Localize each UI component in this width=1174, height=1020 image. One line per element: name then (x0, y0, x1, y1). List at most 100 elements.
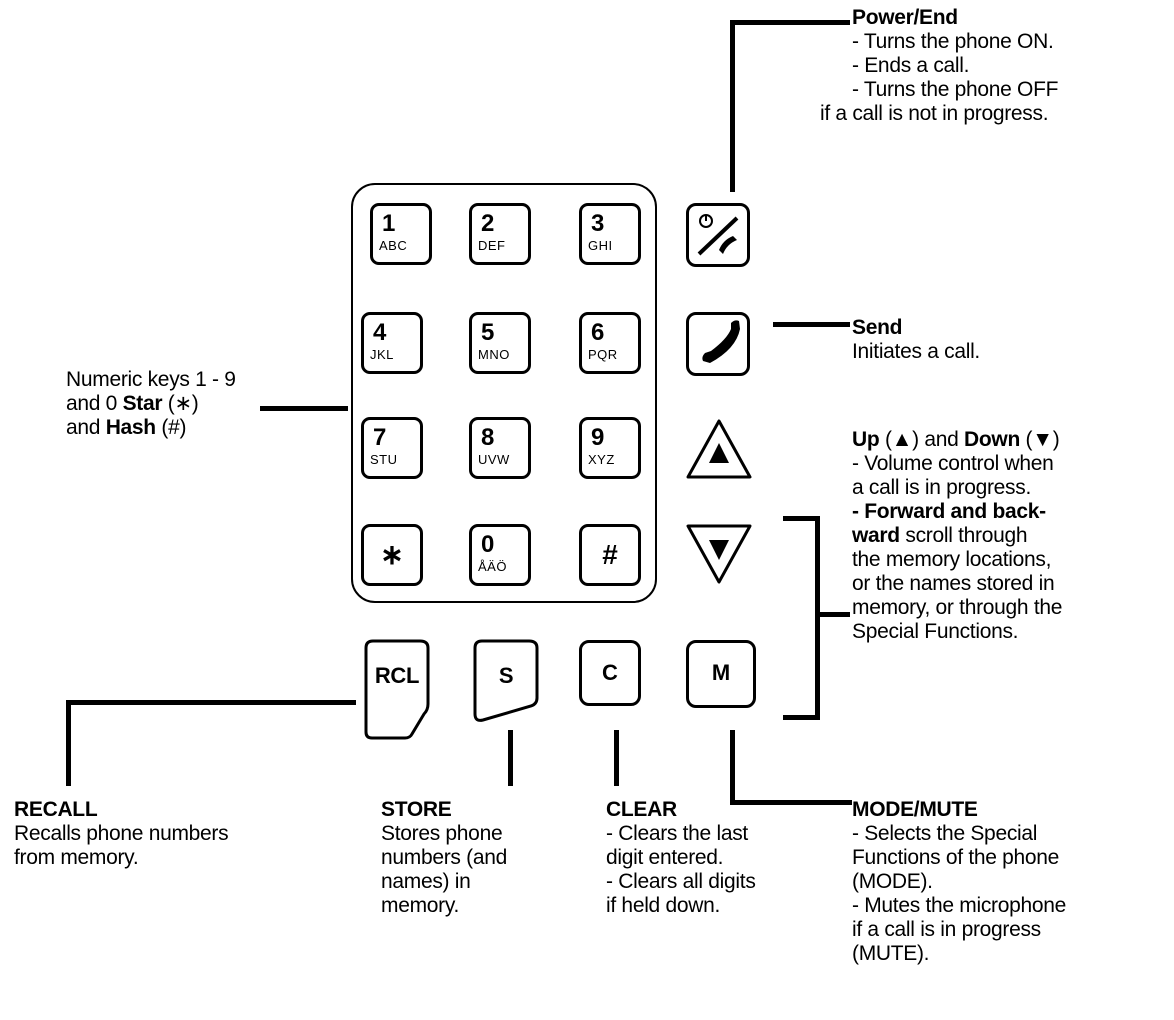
mode-mute-line: (MODE). (852, 870, 933, 893)
mode-mute-line: - Selects the Special (852, 822, 1038, 845)
forward-line-2: ward scroll through (852, 524, 1174, 548)
clear-key-label: C (602, 660, 618, 685)
mode-mute-line: if a call is in progress (852, 918, 1041, 941)
send-leader (773, 322, 850, 327)
down-symbol-text: (▼) (1020, 428, 1060, 451)
key-6[interactable]: 6 PQR (579, 312, 641, 374)
recall-title: RECALL (14, 798, 98, 821)
key-5[interactable]: 5 MNO (469, 312, 531, 374)
send-line: Initiates a call. (852, 340, 980, 363)
clear-leader (614, 730, 619, 786)
clear-line: - Clears all digits (606, 870, 756, 893)
hash-symbol-text: (#) (155, 416, 187, 439)
up-word: Up (852, 428, 880, 451)
forward-line-1: - Forward and back- (852, 500, 1046, 523)
recall-leader-v (66, 700, 71, 786)
key-letters: JKL (370, 347, 394, 362)
recall-key-outline (364, 639, 430, 740)
numeric-text: and (66, 416, 106, 439)
clear-callout: CLEAR - Clears the last digit entered. -… (606, 798, 826, 918)
recall-callout: RECALL Recalls phone numbers from memory… (14, 798, 334, 870)
scroll-line: the memory locations, (852, 548, 1052, 571)
key-number: 5 (481, 319, 495, 346)
key-hash[interactable]: # (579, 524, 641, 586)
key-9[interactable]: 9 XYZ (579, 417, 641, 479)
scroll-line: memory, or through the (852, 596, 1063, 619)
store-key-label: S (498, 663, 514, 688)
down-button[interactable] (684, 520, 754, 586)
recall-key-label: RCL (374, 663, 420, 688)
key-number: 9 (591, 424, 605, 451)
volume-line: a call is in progress. (852, 476, 1031, 499)
key-number: 2 (481, 210, 495, 237)
mode-mute-line: (MUTE). (852, 942, 930, 965)
power-end-button[interactable] (686, 203, 750, 267)
store-leader (508, 730, 513, 786)
key-number: 8 (481, 424, 495, 451)
mode-leader-v (730, 730, 735, 805)
store-key-outline (473, 639, 539, 722)
key-letters: ABC (379, 238, 408, 253)
key-3[interactable]: 3 GHI (579, 203, 641, 265)
key-letters: GHI (588, 238, 613, 253)
hash-symbol: # (602, 539, 618, 570)
triangle-up-icon (686, 419, 752, 479)
down-word: Down (964, 428, 1020, 451)
numeric-text: and 0 (66, 392, 123, 415)
key-number: 6 (591, 319, 605, 346)
power-end-callout: Power/End - Turns the phone ON. - Ends a… (820, 6, 1174, 126)
mode-mute-button[interactable]: M (686, 640, 756, 708)
key-2[interactable]: 2 DEF (469, 203, 531, 265)
power-end-icon (697, 214, 739, 256)
store-callout: STORE Stores phone numbers (and names) i… (381, 798, 561, 918)
power-end-leader-v (730, 20, 735, 192)
send-button[interactable] (686, 312, 750, 376)
send-title: Send (852, 316, 903, 339)
scroll-line: or the names stored in (852, 572, 1055, 595)
key-7[interactable]: 7 STU (361, 417, 423, 479)
key-number: 1 (382, 210, 396, 237)
send-callout: Send Initiates a call. (852, 316, 1152, 364)
mode-key-label: M (711, 660, 731, 685)
key-letters: STU (370, 452, 398, 467)
key-letters: PQR (588, 347, 618, 362)
key-4[interactable]: 4 JKL (361, 312, 423, 374)
numeric-leader (260, 406, 348, 411)
power-end-leader-h (730, 20, 850, 25)
recall-button[interactable]: RCL (362, 638, 432, 742)
numeric-line-2: and 0 Star (∗) (66, 392, 266, 416)
scroll-line: Special Functions. (852, 620, 1019, 643)
hash-word: Hash (105, 416, 156, 439)
key-number: 3 (591, 210, 605, 237)
numeric-line-1: Numeric keys 1 - 9 (66, 368, 236, 391)
store-line: names) in (381, 870, 471, 893)
store-button[interactable]: S (471, 638, 541, 724)
key-8[interactable]: 8 UVW (469, 417, 531, 479)
key-letters: UVW (478, 452, 510, 467)
key-0[interactable]: 0 ÅÄÖ (469, 524, 531, 586)
bracket-v (815, 516, 820, 720)
bracket-top (783, 516, 820, 521)
mode-mute-line: - Mutes the microphone (852, 894, 1067, 917)
clear-line: if held down. (606, 894, 721, 917)
power-end-line: - Turns the phone ON. (852, 30, 1054, 53)
star-symbol-text: (∗) (162, 392, 199, 415)
star-symbol: ∗ (380, 539, 404, 570)
key-letters: DEF (478, 238, 506, 253)
key-number: 7 (373, 424, 387, 451)
numeric-line-3: and Hash (#) (66, 416, 266, 440)
mode-mute-line: Functions of the phone (852, 846, 1060, 869)
power-end-line: - Turns the phone OFF (852, 78, 1059, 101)
up-button[interactable] (684, 417, 754, 483)
keypad-bezel (351, 183, 657, 603)
key-1[interactable]: 1 ABC (370, 203, 432, 265)
mode-mute-title: MODE/MUTE (852, 798, 978, 821)
key-number: 0 (481, 531, 495, 558)
clear-button[interactable]: C (579, 640, 641, 706)
power-end-line: - Ends a call. (852, 54, 970, 77)
bracket-bottom (783, 715, 820, 720)
handset-icon (702, 320, 740, 363)
key-star[interactable]: ∗ (361, 524, 423, 586)
up-down-title: Up (▲) and Down (▼) (852, 428, 1174, 452)
clear-title: CLEAR (606, 798, 677, 821)
